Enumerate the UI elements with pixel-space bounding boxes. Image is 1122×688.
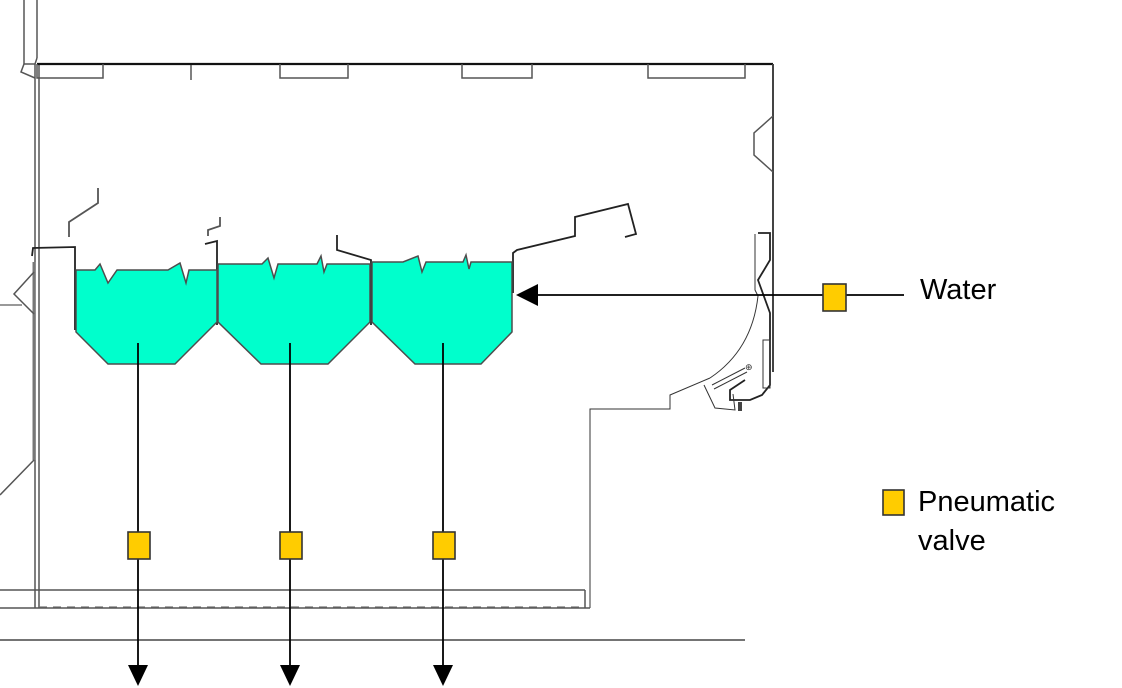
water-inlet: Water — [516, 274, 997, 312]
window-niche-1 — [36, 64, 104, 79]
drain-3 — [432, 343, 456, 686]
drain-1 — [127, 343, 151, 686]
wall-right-bay — [753, 115, 774, 173]
duct-tank-2 — [207, 217, 221, 236]
tanks — [75, 252, 513, 365]
water-inlet-valve[interactable] — [822, 283, 847, 312]
water-label: Water — [920, 274, 997, 306]
wall-left-diagonal — [0, 459, 35, 496]
equipment-outline — [729, 232, 771, 401]
hood-tank-1-left — [31, 246, 76, 330]
window-niche-4 — [647, 64, 746, 79]
drain-2 — [279, 343, 303, 686]
hood-divider-2-3 — [336, 235, 372, 325]
curved-wall — [709, 234, 759, 379]
drain-2-valve[interactable] — [279, 531, 303, 560]
legend-valve-icon — [882, 489, 905, 516]
equipment-rail-2 — [713, 371, 748, 390]
window-niche-3 — [461, 64, 533, 79]
drain-1-arrow — [128, 665, 148, 686]
legend-label-line2: valve — [918, 525, 986, 557]
tank-3 — [371, 252, 513, 365]
building-walls: ⊕ — [0, 0, 774, 641]
hood-tank-3-right — [512, 202, 638, 293]
tank-hoods — [31, 188, 638, 330]
equipment-rail — [711, 367, 746, 386]
drain-3-arrow — [433, 665, 453, 686]
equipment-base — [703, 384, 736, 411]
tank-1 — [75, 261, 218, 365]
water-inlet-arrow — [516, 284, 538, 306]
corner-equipment: ⊕ — [703, 232, 771, 411]
window-niche-2 — [279, 64, 349, 79]
legend-label-line1: Pneumatic — [918, 486, 1055, 518]
tank-2 — [217, 253, 371, 365]
drain-3-valve[interactable] — [432, 531, 456, 560]
drain-2-arrow — [280, 665, 300, 686]
duct-tank-1 — [68, 188, 99, 237]
equipment-rect — [762, 339, 771, 389]
wall-left-bay — [12, 271, 35, 315]
wall-inner-step — [589, 377, 711, 608]
equipment-symbol: ⊕ — [745, 363, 753, 373]
legend: Pneumatic valve — [882, 486, 1055, 557]
equipment-drain — [738, 402, 742, 411]
drain-1-valve[interactable] — [127, 531, 151, 560]
